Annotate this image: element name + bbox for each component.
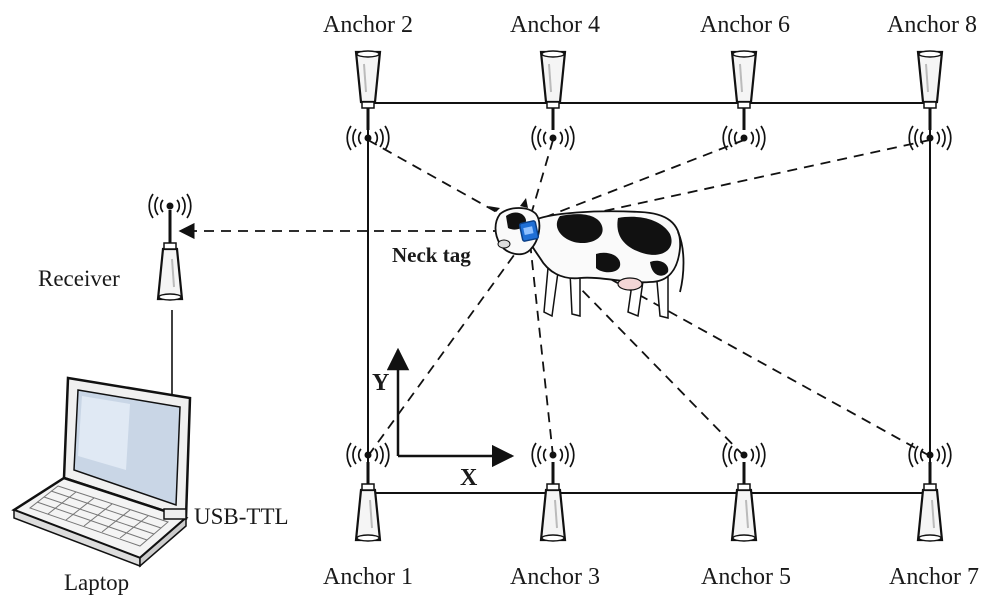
- range-line-anchor-2: [367, 139, 526, 229]
- anchor-6: Anchor 6: [700, 12, 790, 151]
- anchor-8: Anchor 8: [887, 12, 977, 151]
- receiver-label: Receiver: [38, 266, 120, 291]
- antenna-icon: [354, 49, 382, 110]
- cow-icon: [488, 198, 685, 319]
- range-line-anchor-3: [529, 241, 554, 457]
- anchor-4: Anchor 4: [510, 12, 600, 151]
- range-line-anchor-1: [367, 239, 526, 457]
- anchor-label: Anchor 3: [510, 564, 600, 590]
- anchor-label: Anchor 4: [510, 12, 600, 38]
- antenna-icon: [539, 49, 567, 110]
- neck-tag-label: Neck tag: [392, 243, 471, 267]
- coordinate-axes: Y X: [372, 347, 515, 491]
- anchor-label: Anchor 2: [323, 12, 413, 38]
- anchor-label: Anchor 7: [889, 564, 979, 590]
- anchor-1: Anchor 1: [323, 442, 413, 590]
- anchor-frame: [367, 102, 931, 494]
- anchor-label: Anchor 8: [887, 12, 977, 38]
- x-axis-label: X: [460, 465, 478, 491]
- y-axis-label: Y: [372, 370, 389, 396]
- anchor-label: Anchor 1: [323, 564, 413, 590]
- usb-dongle-icon: [163, 508, 187, 520]
- laptop-icon: [11, 376, 192, 568]
- range-line-anchor-7: [539, 239, 931, 457]
- range-line-anchor-6: [537, 139, 745, 221]
- anchor-2: Anchor 2: [323, 12, 413, 151]
- neck-tag-icon: [518, 220, 540, 242]
- usb-ttl-label: USB-TTL: [194, 504, 289, 529]
- anchor-5: Anchor 5: [701, 442, 791, 590]
- anchor-3: Anchor 3: [510, 442, 600, 590]
- range-line-anchor-4: [529, 139, 554, 219]
- antenna-icon: [916, 49, 944, 110]
- anchor-7: Anchor 7: [889, 442, 979, 590]
- laptop-label: Laptop: [64, 570, 129, 595]
- antenna-icon: [156, 241, 184, 302]
- antenna-icon: [730, 49, 758, 110]
- anchor-label: Anchor 5: [701, 564, 791, 590]
- anchor-label: Anchor 6: [700, 12, 790, 38]
